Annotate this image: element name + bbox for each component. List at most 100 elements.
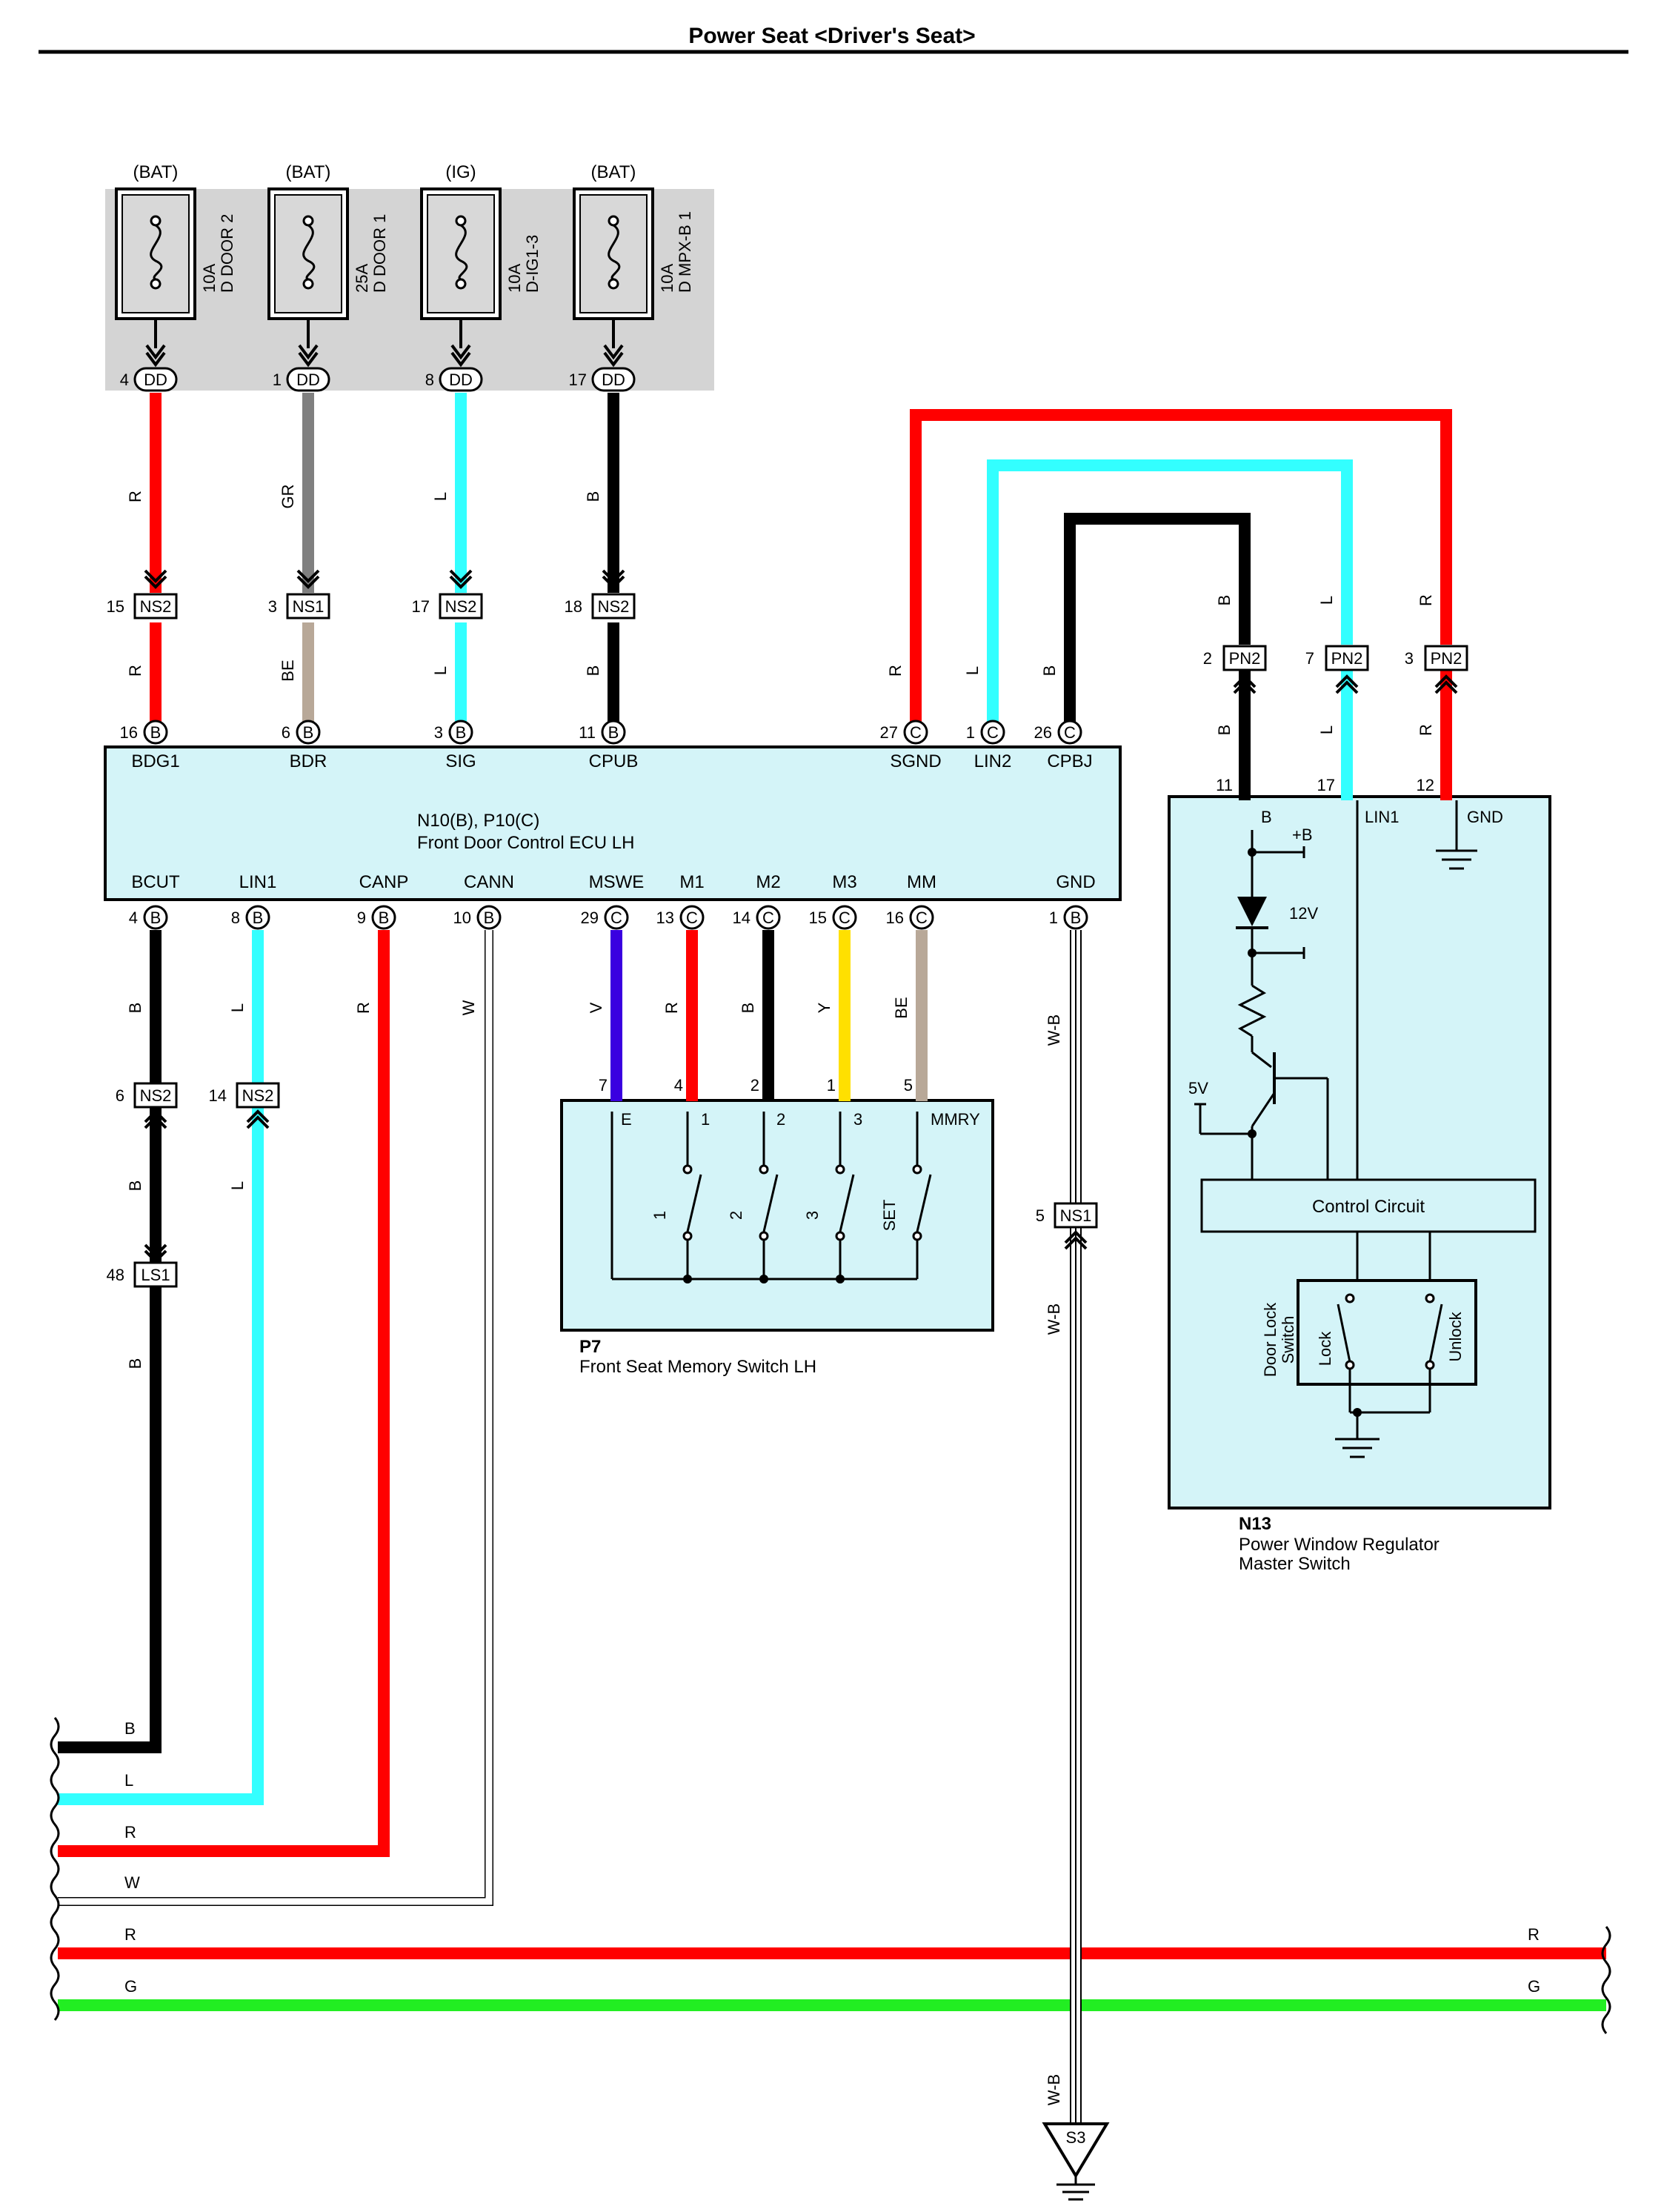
ecu-label-tr-0: SGND bbox=[890, 751, 941, 771]
ecu-pin-tr-2 bbox=[1057, 720, 1082, 745]
dd-pin-0: 4 bbox=[120, 371, 129, 389]
ecu-pin-tr-num-0: 27 bbox=[880, 723, 898, 742]
wire-label-pn2-top-1: L bbox=[1317, 596, 1336, 605]
page-title: Power Seat <Driver's Seat> bbox=[688, 24, 975, 48]
ecu-pin-bottom-3 bbox=[476, 905, 502, 930]
ecu-pin-bottom-2-letter: B bbox=[379, 909, 390, 927]
chev-down-1 bbox=[296, 569, 320, 589]
dd-pin-1: 1 bbox=[273, 371, 282, 389]
n13-pin-1: 17 bbox=[1317, 776, 1335, 794]
dd-pin-2: 8 bbox=[425, 371, 434, 389]
ns-pin-1: 3 bbox=[268, 597, 277, 616]
fuse-inner-1 bbox=[274, 194, 342, 313]
chev-gnd bbox=[1064, 1230, 1088, 1250]
wire-label-bcut-2: B bbox=[126, 1180, 144, 1192]
ecu-pin-bottom-4 bbox=[604, 905, 629, 930]
n13-box bbox=[1168, 795, 1551, 1509]
fuse-name-0: D DOOR 2 bbox=[218, 214, 236, 293]
pn2-0-label: PN2 bbox=[1229, 649, 1261, 668]
ecu-pin-bottom-7 bbox=[832, 905, 857, 930]
ecu-label-bottom-0: BCUT bbox=[131, 872, 180, 892]
wire-label-tr-2: B bbox=[1040, 665, 1059, 677]
pn2-pin-0: 2 bbox=[1203, 649, 1212, 668]
wire-label-top-3: B bbox=[584, 491, 602, 502]
ecu-pin-bottom-8-letter: C bbox=[916, 909, 928, 927]
ecu-pin-tr-0 bbox=[903, 720, 928, 745]
ecu-pin-bottom-6 bbox=[756, 905, 781, 930]
wire-label-top-2: L bbox=[431, 492, 450, 501]
fuse-name-2: D-IG1-3 bbox=[523, 235, 542, 293]
break-right bbox=[1601, 1926, 1611, 2034]
n13-lock-contact-top bbox=[1345, 1293, 1355, 1303]
p7-sw-contact-b-2 bbox=[835, 1231, 845, 1241]
ecu-pin-bottom-num-4: 29 bbox=[581, 909, 599, 927]
ecu-pin-bottom-0 bbox=[143, 905, 168, 930]
p7-pin-4: 5 bbox=[904, 1076, 913, 1095]
p7-sw-contact-1 bbox=[759, 1164, 769, 1175]
ecu-label-bottom-9: GND bbox=[1056, 872, 1095, 892]
p7-terminal-4: MMRY bbox=[931, 1110, 980, 1129]
ns-0 bbox=[133, 593, 178, 620]
fuse-supply-1: (BAT) bbox=[286, 162, 331, 182]
wire-label-top-1: GR bbox=[279, 485, 297, 509]
ecu-label-top-3: CPUB bbox=[589, 751, 639, 771]
ecu-pin-tr-num-1: 1 bbox=[966, 723, 975, 742]
dd-pin-3: 17 bbox=[569, 371, 587, 389]
wire-label-bcut-3: B bbox=[126, 1358, 144, 1369]
fuse-arrow2-3 bbox=[603, 351, 624, 368]
wire-label-tr-0: R bbox=[886, 665, 905, 677]
ecu-label-tr-1: LIN2 bbox=[974, 751, 1012, 771]
pn2-pin-1: 7 bbox=[1305, 649, 1314, 668]
ecu-pin-top-2-letter: B bbox=[456, 723, 467, 742]
fuse-icon bbox=[302, 224, 316, 281]
wire-label-gnd-2: W-B bbox=[1045, 1303, 1063, 1335]
conn-dd-1-label: DD bbox=[296, 371, 320, 389]
wire-label-gnd-1: W-B bbox=[1045, 1014, 1063, 1046]
wire-label-canp: R bbox=[354, 1002, 373, 1014]
fuse-supply-0: (BAT) bbox=[133, 162, 179, 182]
p7-box bbox=[560, 1099, 994, 1332]
ns-pin-3: 18 bbox=[565, 597, 582, 616]
ns-1-label: NS1 bbox=[293, 597, 325, 616]
p7-sw-contact-0 bbox=[682, 1164, 693, 1175]
ecu-pin-bottom-num-3: 10 bbox=[453, 909, 471, 927]
chev-up-pn2-1 bbox=[1335, 674, 1359, 694]
wire-cann bbox=[58, 930, 493, 1905]
ecu-pin-top-3-letter: B bbox=[608, 723, 619, 742]
n13-unlock-contact-bottom bbox=[1425, 1360, 1435, 1370]
ecu-label-bottom-8: MM bbox=[907, 872, 936, 892]
fuse-arrow-2 bbox=[450, 344, 471, 360]
ecu-label-bottom-1: LIN1 bbox=[239, 872, 277, 892]
chev-down-3 bbox=[602, 569, 625, 589]
p7-switch-label-3: SET bbox=[880, 1200, 899, 1232]
ecu-pin-bottom-9-letter: B bbox=[1071, 909, 1082, 927]
ecu-pin-bottom-4-letter: C bbox=[610, 909, 622, 927]
wire-lin1 bbox=[58, 930, 264, 1805]
bus-label-3: W bbox=[124, 1873, 140, 1892]
fuse-term-top-3 bbox=[608, 215, 619, 227]
fuse-icon bbox=[608, 224, 621, 281]
bus-label-2: R bbox=[124, 1823, 136, 1841]
fuse-term-top-2 bbox=[455, 215, 467, 227]
p7-node-1 bbox=[759, 1275, 768, 1283]
ecu-pin-bottom-1 bbox=[245, 905, 270, 930]
ecu-label-bottom-6: M2 bbox=[756, 872, 780, 892]
ground-s3-label: S3 bbox=[1066, 2128, 1086, 2147]
conn-dd-0 bbox=[133, 367, 178, 392]
chev-lin1 bbox=[246, 1109, 270, 1129]
chev-bcut-2 bbox=[144, 1243, 167, 1263]
wire-label-top-0: R bbox=[126, 491, 144, 502]
ecu-pin-top-1 bbox=[296, 720, 321, 745]
p7-sw-contact-b-0 bbox=[682, 1231, 693, 1241]
n13-label-lin1: LIN1 bbox=[1365, 808, 1399, 826]
wire-label-bcut-1: B bbox=[126, 1003, 144, 1014]
ecu-pin-num-2: 3 bbox=[434, 723, 443, 742]
wire-label-p7-2: B bbox=[739, 1003, 757, 1014]
wire-canp bbox=[58, 930, 390, 1857]
p7-switch-blade-1 bbox=[762, 1174, 779, 1232]
bus-right-label-g: G bbox=[1528, 1977, 1540, 1996]
ns-0-label: NS2 bbox=[140, 597, 172, 616]
p7-switch-label-2: 3 bbox=[803, 1211, 822, 1220]
conn-dd-3-label: DD bbox=[602, 371, 625, 389]
n13-door-lock-label-1: Door Lock bbox=[1261, 1302, 1279, 1377]
